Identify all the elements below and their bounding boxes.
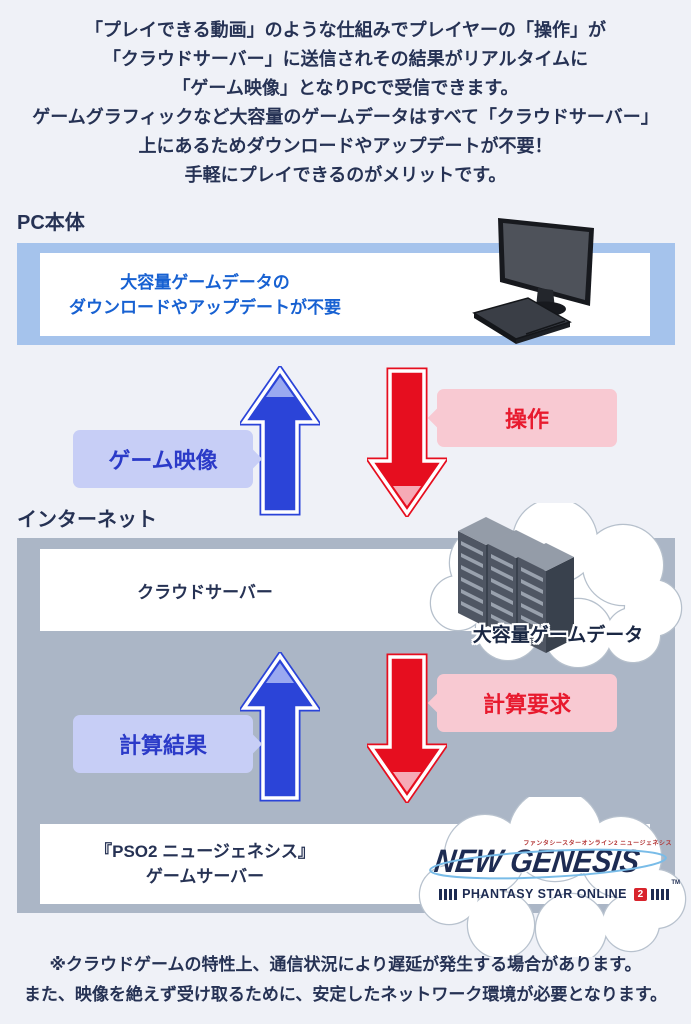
- controls-label: 操作: [504, 407, 549, 432]
- calc-result-up-arrow: [240, 652, 320, 802]
- pc-benefit-text: 大容量ゲームデータの ダウンロードやアップデートが不要: [69, 272, 341, 317]
- intro-line: 手軽にプレイできるのがメリットです。: [184, 165, 507, 185]
- game-data-cloud-caption: 大容量ゲームデータ: [472, 625, 644, 646]
- calc-result-bubble: 計算結果: [73, 715, 263, 773]
- logo-bars-icon: [650, 888, 670, 900]
- footnote-line: ※クラウドゲームの特性上、通信状況により遅延が発生する場合があります。: [49, 955, 642, 974]
- intro-line: ゲームグラフィックなど大容量のゲームデータはすべて「クラウドサーバー」: [32, 107, 659, 127]
- logo-bars-icon: [438, 888, 458, 900]
- game-video-up-arrow: [240, 366, 320, 516]
- intro-line: 上にあるためダウンロードやアップデートが不要！: [138, 136, 553, 156]
- calc-request-bubble: 計算要求: [427, 674, 617, 732]
- logo-subtitle-text: PHANTASY STAR ONLINE: [462, 887, 627, 901]
- intro-line: 「クラウドサーバー」に送信されその結果がリアルタイムに: [102, 49, 589, 69]
- game-data-cloud: [428, 503, 683, 668]
- intro-line: 「ゲーム映像」となりPCで受信できます。: [172, 78, 519, 98]
- controls-down-arrow: [367, 367, 447, 517]
- calc-result-label: 計算結果: [118, 733, 207, 758]
- footnote-line: また、映像を絶えず受け取るために、安定したネットワーク環境が必要となります。: [23, 985, 668, 1004]
- logo-badge-2: 2: [633, 887, 647, 901]
- intro-text: 「プレイできる動画」のような仕組みでプレイヤーの「操作」が 「クラウドサーバー」…: [0, 16, 691, 190]
- footnote-text: ※クラウドゲームの特性上、通信状況により遅延が発生する場合があります。 また、映…: [0, 950, 691, 1010]
- game-server-text: 『PSO2 ニュージェネシス』 ゲームサーバー: [95, 842, 315, 886]
- controls-bubble: 操作: [427, 389, 617, 447]
- game-video-label: ゲーム映像: [108, 448, 218, 473]
- desktop-pc-icon: [468, 206, 648, 356]
- calc-request-label: 計算要求: [482, 692, 571, 717]
- new-genesis-logo: ファンタシースターオンライン2 ニュージェネシス NEW GENESIS TM …: [428, 838, 680, 901]
- logo-title-row: NEW GENESIS TM: [428, 844, 680, 886]
- pc-section-label: PC本体: [17, 212, 85, 234]
- cloud-server-label: クラウドサーバー: [137, 582, 273, 602]
- intro-line: 「プレイできる動画」のような仕組みでプレイヤーの「操作」が: [84, 20, 607, 40]
- game-video-bubble: ゲーム映像: [73, 430, 263, 488]
- server-towers-icon: [458, 517, 574, 653]
- calc-request-down-arrow: [367, 653, 447, 803]
- logo-swoosh-icon: [429, 848, 667, 880]
- internet-section-label: インターネット: [17, 509, 157, 531]
- logo-kana-text: ファンタシースターオンライン2 ニュージェネシス: [523, 841, 672, 847]
- logo-subtitle-row: PHANTASY STAR ONLINE 2: [428, 887, 680, 901]
- logo-cloud: [413, 797, 689, 957]
- logo-tm-mark: TM: [671, 880, 680, 886]
